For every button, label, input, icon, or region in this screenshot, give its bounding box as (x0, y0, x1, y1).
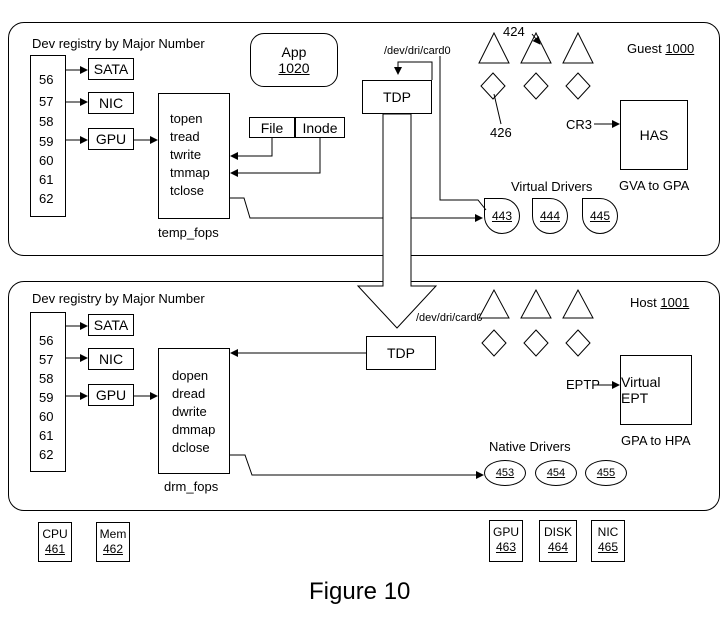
inode-box: Inode (295, 117, 345, 138)
app-label: App (281, 44, 307, 60)
guest-sata-box: SATA (88, 58, 134, 80)
native-drivers-label: Native Drivers (489, 439, 571, 454)
virtual-driver-445: 445 (582, 198, 618, 234)
host-fops-list: dopen dread dwrite dmmap dclose (172, 367, 215, 457)
cpu-label: CPU (42, 527, 68, 541)
host-fop-close: dclose (172, 440, 210, 455)
mem-number: 462 (102, 542, 124, 556)
guest-dev-path: /dev/dri/card0 (384, 45, 451, 57)
guest-fop-write: twrite (170, 147, 202, 162)
guest-fops-list: topen tread twrite tmmap tclose (170, 110, 210, 200)
native-driver-454: 454 (535, 460, 577, 486)
host-dev-path: /dev/dri/card0 (416, 312, 483, 324)
virtual-driver-443: 443 (484, 198, 520, 234)
host-title-label: Host (630, 295, 657, 310)
guest-fops-box: topen tread twrite tmmap tclose (158, 93, 230, 219)
guest-number-56: 56 (39, 72, 54, 87)
host-major-number-column: 56 57 58 59 60 61 62 (30, 312, 66, 472)
host-translation-label: GPA to HPA (621, 433, 691, 448)
guest-nic-box: NIC (88, 92, 134, 114)
gpu-hardware-box: GPU 463 (489, 520, 523, 562)
disk-number: 464 (547, 540, 569, 554)
guest-number-58: 58 (39, 114, 54, 129)
virtual-drivers-label: Virtual Drivers (511, 179, 593, 194)
guest-number-61: 61 (39, 172, 54, 187)
host-title-number: 1001 (660, 295, 690, 310)
disk-label: DISK (543, 525, 572, 539)
host-fop-open: dopen (172, 368, 209, 383)
figure-caption: Figure 10 (309, 578, 411, 605)
app-number: 1020 (278, 60, 310, 76)
guest-major-number-column: 56 57 58 59 60 61 62 (30, 55, 66, 217)
host-nic-box: NIC (88, 348, 134, 370)
nic-hardware-number: 465 (597, 540, 619, 554)
native-driver-455: 455 (585, 460, 627, 486)
cr3-label: CR3 (566, 117, 593, 132)
host-number-62: 62 (39, 447, 54, 462)
ref-426: 426 (490, 125, 512, 140)
guest-fop-read: tread (170, 129, 200, 144)
host-fop-mmap: dmmap (172, 422, 216, 437)
gpu-hardware-label: GPU (492, 525, 519, 539)
host-fops-box: dopen dread dwrite dmmap dclose (158, 348, 230, 474)
host-number-61: 61 (39, 428, 54, 443)
guest-title-number: 1000 (665, 41, 695, 56)
ref-424: 424 (503, 24, 525, 39)
guest-gpu-box: GPU (88, 128, 134, 150)
host-fop-read: dread (172, 386, 206, 401)
cpu-number: 461 (44, 542, 66, 556)
nic-hardware-label: NIC (597, 525, 619, 539)
gpu-hardware-number: 463 (495, 540, 517, 554)
guest-number-60: 60 (39, 153, 54, 168)
has-box: HAS (620, 100, 688, 170)
guest-number-57: 57 (39, 94, 54, 109)
host-number-56: 56 (39, 333, 54, 348)
nic-hardware-box: NIC 465 (591, 520, 625, 562)
mem-box: Mem 462 (96, 522, 130, 562)
file-box: File (249, 117, 295, 138)
guest-fop-close: tclose (170, 183, 204, 198)
host-registry-title: Dev registry by Major Number (32, 291, 205, 306)
disk-box: DISK 464 (539, 520, 577, 562)
guest-fops-label: temp_fops (158, 225, 219, 240)
guest-fop-open: topen (170, 111, 203, 126)
guest-registry-title: Dev registry by Major Number (32, 36, 205, 51)
host-number-58: 58 (39, 371, 54, 386)
host-tdp-box: TDP (366, 336, 436, 370)
guest-number-62: 62 (39, 191, 54, 206)
guest-title: Guest 1000 (627, 42, 694, 55)
host-gpu-box: GPU (88, 384, 134, 406)
host-sata-box: SATA (88, 314, 134, 336)
host-fops-label: drm_fops (164, 479, 219, 494)
host-number-59: 59 (39, 390, 54, 405)
virtual-ept-box: Virtual EPT (620, 355, 692, 425)
mem-label: Mem (99, 527, 127, 541)
app-box: App 1020 (250, 33, 338, 87)
guest-tdp-box: TDP (362, 80, 432, 114)
virtual-driver-444: 444 (532, 198, 568, 234)
native-driver-453: 453 (484, 460, 526, 486)
eptp-label: EPTP (566, 377, 600, 392)
guest-number-59: 59 (39, 134, 54, 149)
cpu-box: CPU 461 (38, 522, 72, 562)
host-fop-write: dwrite (172, 404, 207, 419)
guest-title-label: Guest (627, 41, 662, 56)
guest-fop-mmap: tmmap (170, 165, 210, 180)
guest-translation-label: GVA to GPA (619, 178, 690, 193)
host-title: Host 1001 (630, 296, 689, 309)
host-number-57: 57 (39, 352, 54, 367)
host-number-60: 60 (39, 409, 54, 424)
